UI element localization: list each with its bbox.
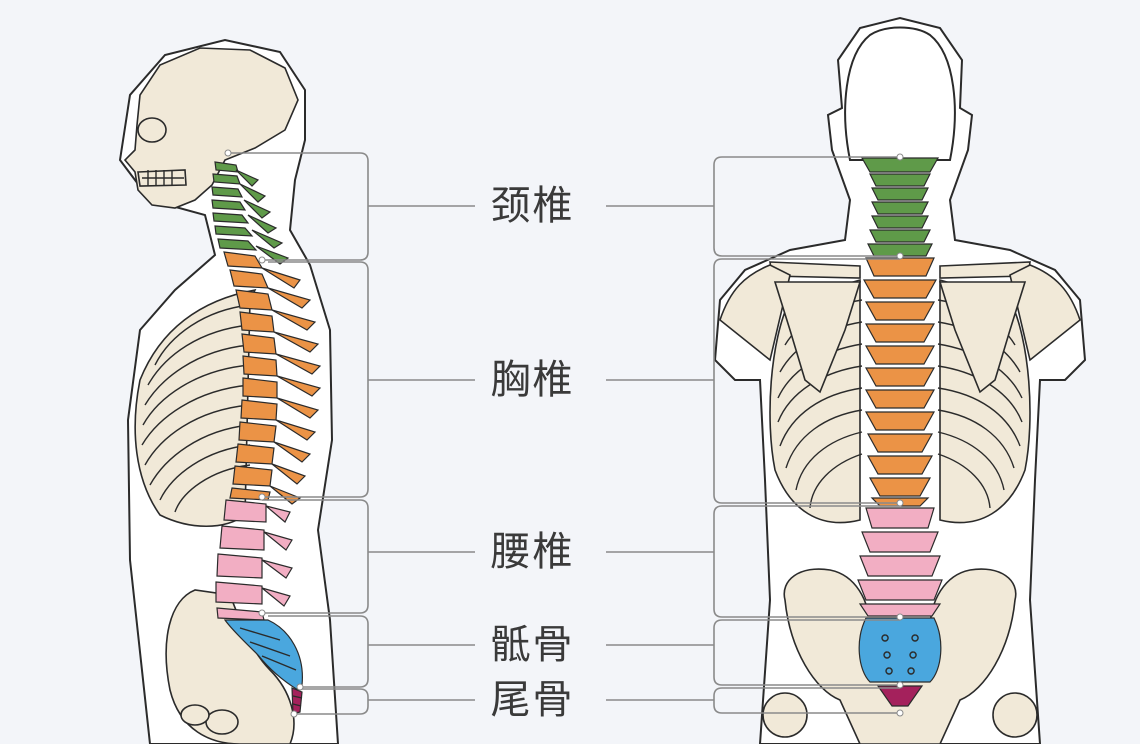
side-thoracic-vertebrae bbox=[223, 251, 322, 505]
side-sacrum bbox=[223, 619, 303, 691]
side-skull bbox=[123, 47, 299, 209]
side-coccyx bbox=[291, 687, 303, 715]
left-brackets bbox=[224, 149, 475, 718]
back-scapula-left bbox=[773, 281, 862, 394]
back-cervical-vertebrae bbox=[860, 157, 940, 257]
label-cervical: 颈椎 bbox=[490, 183, 575, 229]
back-view-figure bbox=[713, 16, 1087, 744]
label-lumbar: 腰椎 bbox=[490, 529, 575, 575]
back-coccyx bbox=[876, 685, 924, 707]
side-cervical-vertebrae bbox=[211, 161, 290, 265]
label-sacrum: 骶骨 bbox=[490, 622, 575, 668]
back-lumbar-vertebrae bbox=[857, 507, 943, 617]
back-scapula-right bbox=[938, 281, 1027, 394]
label-coccyx: 尾骨 bbox=[490, 677, 575, 723]
side-ribcage bbox=[134, 288, 257, 528]
side-view-figure bbox=[118, 38, 340, 744]
back-sacrum bbox=[858, 617, 942, 683]
side-eye-socket bbox=[137, 117, 167, 143]
right-brackets bbox=[606, 153, 904, 717]
back-thoracic-vertebrae bbox=[862, 257, 938, 507]
label-thoracic: 胸椎 bbox=[490, 357, 575, 403]
